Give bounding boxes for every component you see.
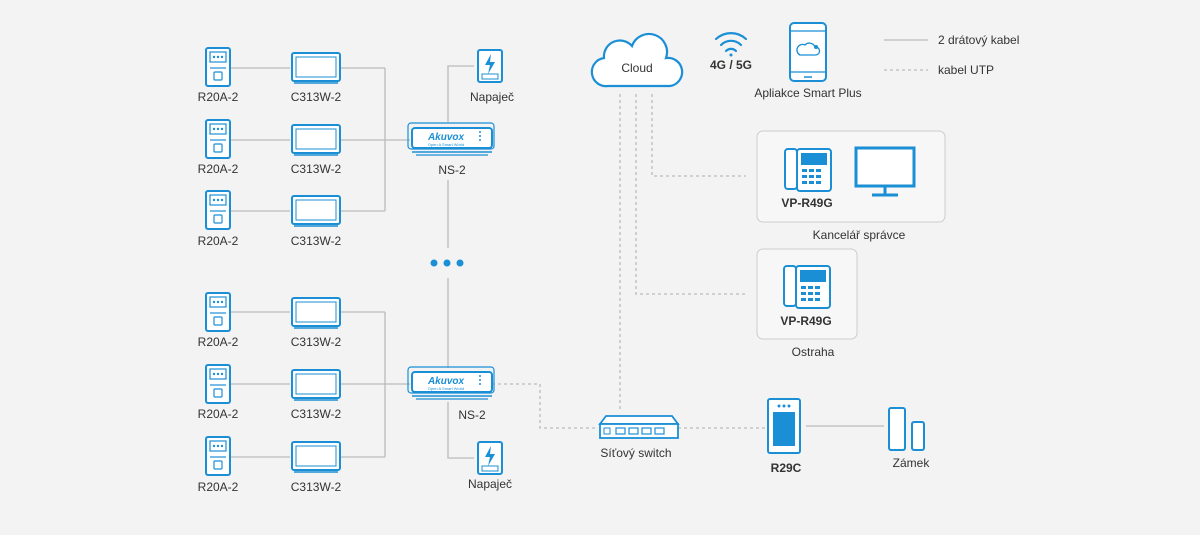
ns2-brand: Akuvox xyxy=(427,132,465,143)
legend-solid-label: 2 drátový kabel xyxy=(938,33,1019,47)
monitor-icon xyxy=(854,146,916,197)
app-label: Apliakce Smart Plus xyxy=(754,86,861,100)
ns2-tagline: Open A Smart World xyxy=(428,386,464,391)
indoor-monitor-label: C313W-2 xyxy=(291,407,342,421)
outdoor-panel-label: R20A-2 xyxy=(198,234,239,248)
indoor-monitor-icon xyxy=(291,297,341,329)
indoor-monitor-icon xyxy=(291,369,341,401)
ns2-switch-icon xyxy=(407,122,495,156)
outdoor-panel-label: R20A-2 xyxy=(198,480,239,494)
outdoor-panel-label: R20A-2 xyxy=(198,335,239,349)
network-switch-label: Síťový switch xyxy=(600,446,671,460)
power-supply-label: Napaječ xyxy=(470,90,514,104)
indoor-monitor-icon xyxy=(291,124,341,156)
cloud-icon xyxy=(590,32,684,88)
outdoor-panel-icon xyxy=(205,190,231,230)
ns2-label: NS-2 xyxy=(438,163,466,177)
cloud-label: Cloud xyxy=(621,61,652,75)
indoor-monitor-label: C313W-2 xyxy=(291,234,342,248)
outdoor-panel-icon xyxy=(205,436,231,476)
legend: 2 drátový kabel kabel UTP xyxy=(884,33,1019,77)
ns2-tagline: Open A Smart World xyxy=(428,142,464,147)
power-supply-icon xyxy=(477,49,503,83)
indoor-monitor-label: C313W-2 xyxy=(291,480,342,494)
two-wire-cables xyxy=(230,65,884,459)
lock-label: Zámek xyxy=(893,456,931,470)
group-2: R20A-2 C313W-2 R20A-2 C313W-2 R20A-2 C31… xyxy=(198,292,512,494)
guard-label: Ostraha xyxy=(792,345,835,359)
outdoor-panel-icon xyxy=(205,47,231,87)
wifi-icon xyxy=(714,32,748,57)
guard-phone-label: VP-R49G xyxy=(780,314,831,328)
office-phone-label: VP-R49G xyxy=(781,196,832,210)
ns2-label: NS-2 xyxy=(458,408,486,422)
power-supply-icon xyxy=(477,441,503,475)
desk-phone-icon xyxy=(783,265,831,309)
lock-icon xyxy=(888,407,925,451)
indoor-monitor-icon xyxy=(291,195,341,227)
indoor-monitor-label: C313W-2 xyxy=(291,162,342,176)
door-station-label: R29C xyxy=(771,461,802,475)
office-label: Kancelář správce xyxy=(813,228,906,242)
utp-cables xyxy=(492,94,766,429)
outdoor-panel-label: R20A-2 xyxy=(198,407,239,421)
legend-dashed-label: kabel UTP xyxy=(938,63,994,77)
group-1: R20A-2 C313W-2 R20A-2 C313W-2 R20A-2 C31… xyxy=(198,47,514,248)
ns2-brand: Akuvox xyxy=(427,376,465,387)
door-station-icon xyxy=(767,398,801,454)
smartphone-icon xyxy=(789,22,827,82)
wireless-label: 4G / 5G xyxy=(710,58,752,72)
desk-phone-icon xyxy=(784,148,832,192)
more-switches-dots xyxy=(430,259,464,267)
indoor-monitor-icon xyxy=(291,52,341,84)
indoor-monitor-icon xyxy=(291,441,341,473)
network-switch-icon xyxy=(598,415,680,439)
indoor-monitor-label: C313W-2 xyxy=(291,335,342,349)
outdoor-panel-icon xyxy=(205,119,231,159)
outdoor-panel-icon xyxy=(205,364,231,404)
power-supply-label: Napaječ xyxy=(468,477,512,491)
outdoor-panel-icon xyxy=(205,292,231,332)
outdoor-panel-label: R20A-2 xyxy=(198,162,239,176)
indoor-monitor-label: C313W-2 xyxy=(291,90,342,104)
ns2-switch-icon xyxy=(407,366,495,400)
outdoor-panel-label: R20A-2 xyxy=(198,90,239,104)
